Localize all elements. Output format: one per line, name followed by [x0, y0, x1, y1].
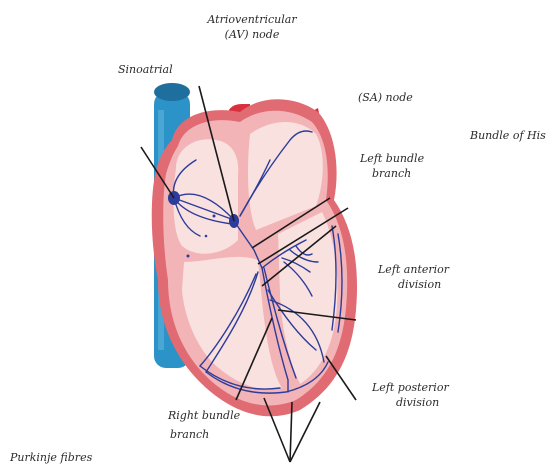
label-bundle-of-his: Bundle of His — [470, 128, 546, 143]
left-bundle-label-line1: Left bundle — [360, 151, 424, 166]
left-anterior-label-line2: division — [378, 277, 449, 292]
label-sa-node: (SA) node — [358, 90, 413, 105]
right-bundle-label-line2: branch — [168, 427, 240, 442]
label-left-bundle-branch: Left bundle branch — [360, 151, 424, 181]
left-posterior-label-line2: division — [372, 395, 449, 410]
left-anterior-label-line1: Left anterior — [378, 262, 449, 277]
label-av-node: Atrioventricular (AV) node — [202, 12, 302, 42]
label-left-posterior-division: Left posterior division — [372, 380, 449, 410]
av-node-label-line2: (AV) node — [202, 27, 302, 42]
label-right-bundle-branch: Right bundle branch — [168, 408, 240, 442]
av-node-label-line1: Atrioventricular — [202, 12, 302, 27]
left-bundle-label-line2: branch — [360, 166, 424, 181]
label-purkinje-fibres: Purkinje fibres — [10, 450, 92, 465]
left-posterior-label-line1: Left posterior — [372, 380, 449, 395]
label-sinoatrial: Sinoatrial — [118, 62, 173, 77]
label-left-anterior-division: Left anterior division — [378, 262, 449, 292]
right-bundle-label-line1: Right bundle — [168, 408, 240, 423]
